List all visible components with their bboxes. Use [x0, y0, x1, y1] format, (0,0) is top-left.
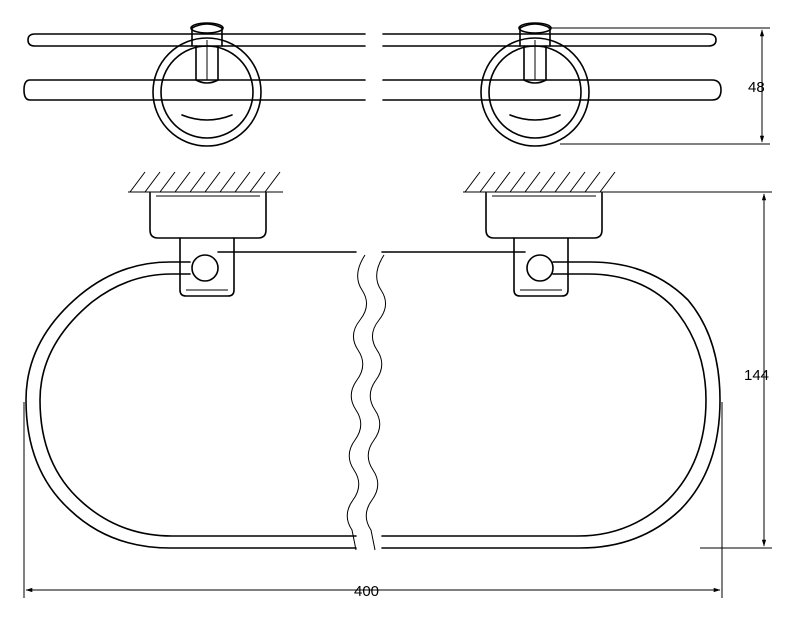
dimension-depth: 48: [548, 27, 770, 145]
top-view-right-rods: [382, 33, 722, 101]
right-mount: [485, 192, 603, 297]
ring-left-half: [25, 251, 357, 549]
dimension-height: 144: [606, 191, 772, 549]
break-lines: [346, 254, 386, 551]
dimension-height-label: 144: [744, 367, 769, 384]
ring-right-half: [381, 251, 721, 549]
top-view-left-rods: [23, 33, 366, 101]
top-view: 48: [23, 22, 770, 147]
top-view-left-bracket: [152, 22, 262, 147]
front-view: 144 400: [23, 171, 772, 600]
dimension-width: 400: [23, 402, 723, 600]
wall-hatch-left: [128, 171, 283, 193]
dimension-width-label: 400: [354, 583, 379, 600]
wall-hatch-right: [463, 171, 628, 193]
top-view-right-bracket: [480, 22, 590, 147]
left-mount: [149, 192, 267, 297]
dimension-depth-label: 48: [748, 79, 765, 96]
